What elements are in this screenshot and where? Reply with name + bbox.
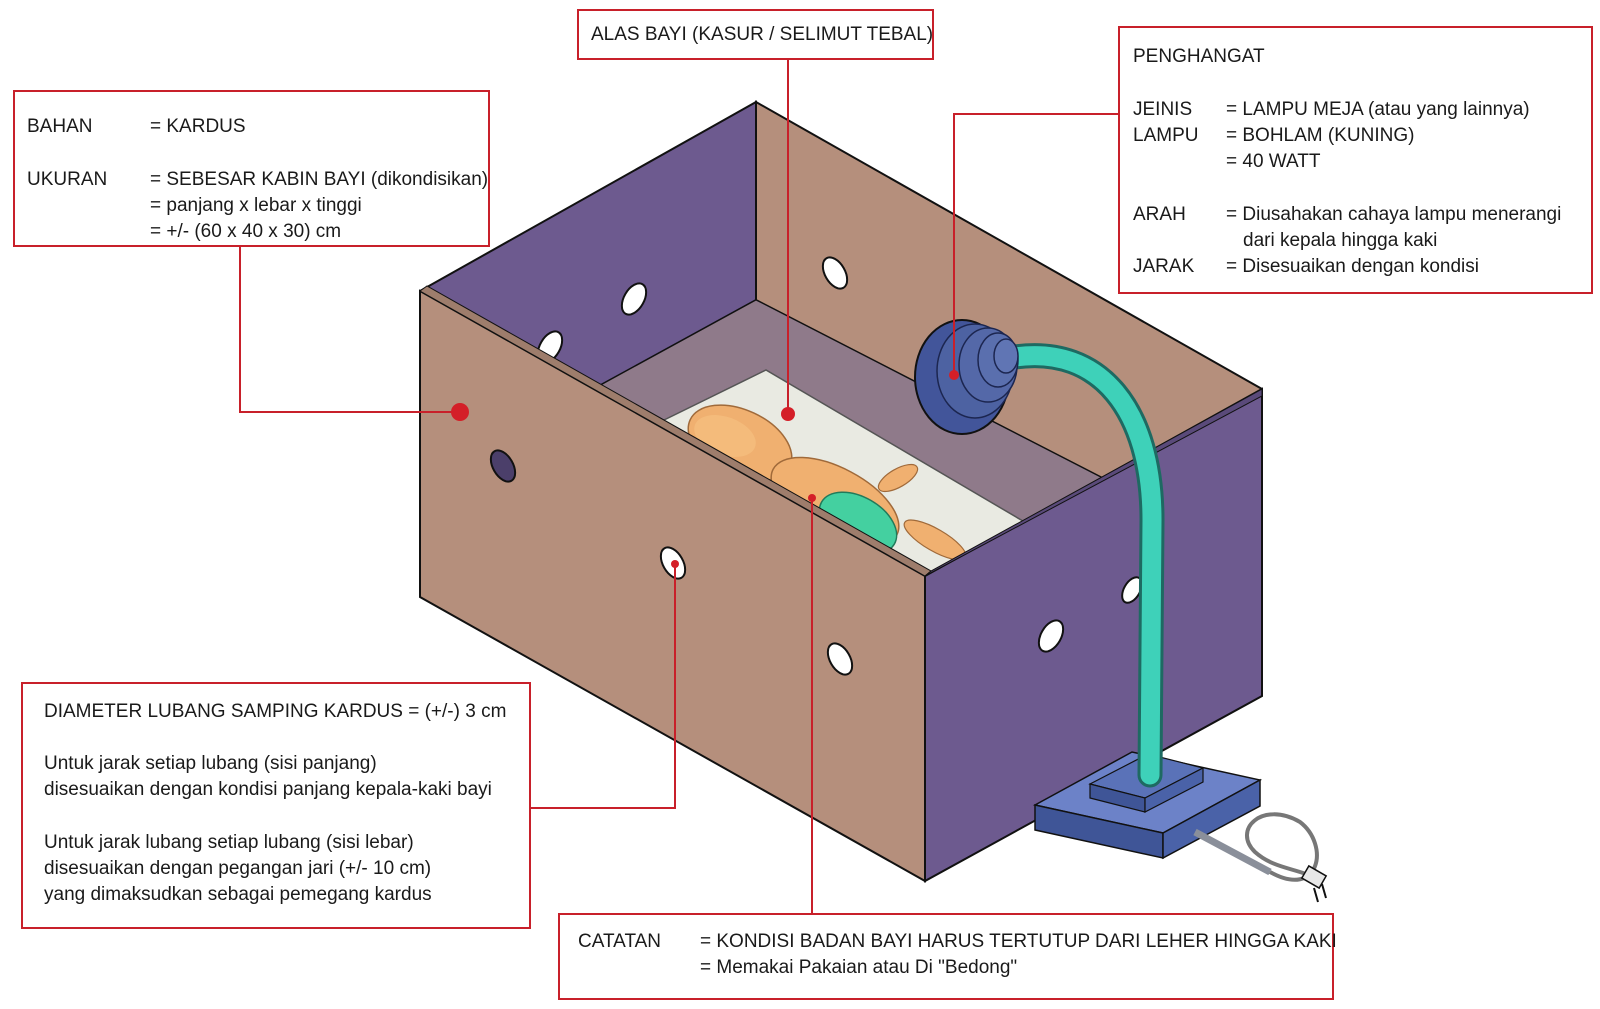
callout-catatan: CATATAN = KONDISI BADAN BAYI HARUS TERTU… [558, 913, 1337, 1000]
diameter-line-3: disesuaikan dengan kondisi panjang kepal… [44, 779, 492, 800]
ukuran-formula: = panjang x lebar x tinggi [150, 195, 362, 216]
penghangat-title: PENGHANGAT [1133, 46, 1265, 67]
lampu-watt: = 40 WATT [1226, 151, 1321, 172]
catatan-value-1: = KONDISI BADAN BAYI HARUS TERTUTUP DARI… [700, 931, 1337, 952]
callout-penghangat: PENGHANGAT JEINIS = LAMPU MEJA (atau yan… [1118, 26, 1593, 294]
hole [489, 449, 517, 483]
diameter-line-6: yang dimaksudkan sebagai pemegang kardus [44, 884, 432, 905]
leader-dots [451, 370, 959, 568]
diameter-line-5: disesuaikan dengan pegangan jari (+/- 10… [44, 858, 432, 879]
lamp-base [1032, 751, 1263, 860]
ukuran-key: UKURAN [27, 169, 108, 190]
lamp-arm [1005, 346, 1162, 785]
hole [821, 256, 849, 290]
catatan-key: CATATAN [578, 931, 662, 952]
diameter-line-2: Untuk jarak setiap lubang (sisi panjang) [44, 753, 377, 774]
diameter-line-1: DIAMETER LUBANG SAMPING KARDUS = (+/-) 3… [44, 701, 507, 722]
bahan-key: BAHAN [27, 116, 93, 137]
catatan-value-2: = Memakai Pakaian atau Di "Bedong" [700, 957, 1018, 978]
hole [826, 642, 854, 676]
bahan-value: = KARDUS [150, 116, 246, 137]
lamp-head [914, 319, 1019, 435]
alas-bayi-label: ALAS BAYI (KASUR / SELIMUT TEBAL) [591, 24, 934, 45]
jenis-value: = LAMPU MEJA (atau yang lainnya) [1226, 99, 1530, 120]
callout-diameter: DIAMETER LUBANG SAMPING KARDUS = (+/-) 3… [21, 682, 531, 929]
ukuran-size: = +/- (60 x 40 x 30) cm [150, 221, 342, 242]
arah-value-cont: dari kepala hingga kaki [1243, 230, 1438, 251]
hole [1037, 619, 1065, 653]
lampu-key: LAMPU [1133, 125, 1199, 146]
jarak-key: JARAK [1133, 256, 1195, 277]
jarak-value: = Disesuaikan dengan kondisi [1226, 256, 1479, 277]
lampu-value: = BOHLAM (KUNING) [1226, 125, 1415, 146]
diameter-line-4: Untuk jarak lubang setiap lubang (sisi l… [44, 832, 414, 853]
jenis-key: JEINIS [1133, 99, 1193, 120]
callout-bahan: BAHAN = KARDUS UKURAN = SEBESAR KABIN BA… [13, 90, 490, 247]
arah-value: = Diusahakan cahaya lampu menerangi [1226, 204, 1562, 225]
leader-lines [239, 60, 1126, 913]
lamp-cable [1193, 812, 1328, 903]
hole [620, 282, 648, 316]
callout-alas-bayi: ALAS BAYI (KASUR / SELIMUT TEBAL) [577, 9, 934, 60]
ukuran-value: = SEBESAR KABIN BAYI (dikondisikan) [150, 169, 489, 190]
arah-key: ARAH [1133, 204, 1186, 225]
